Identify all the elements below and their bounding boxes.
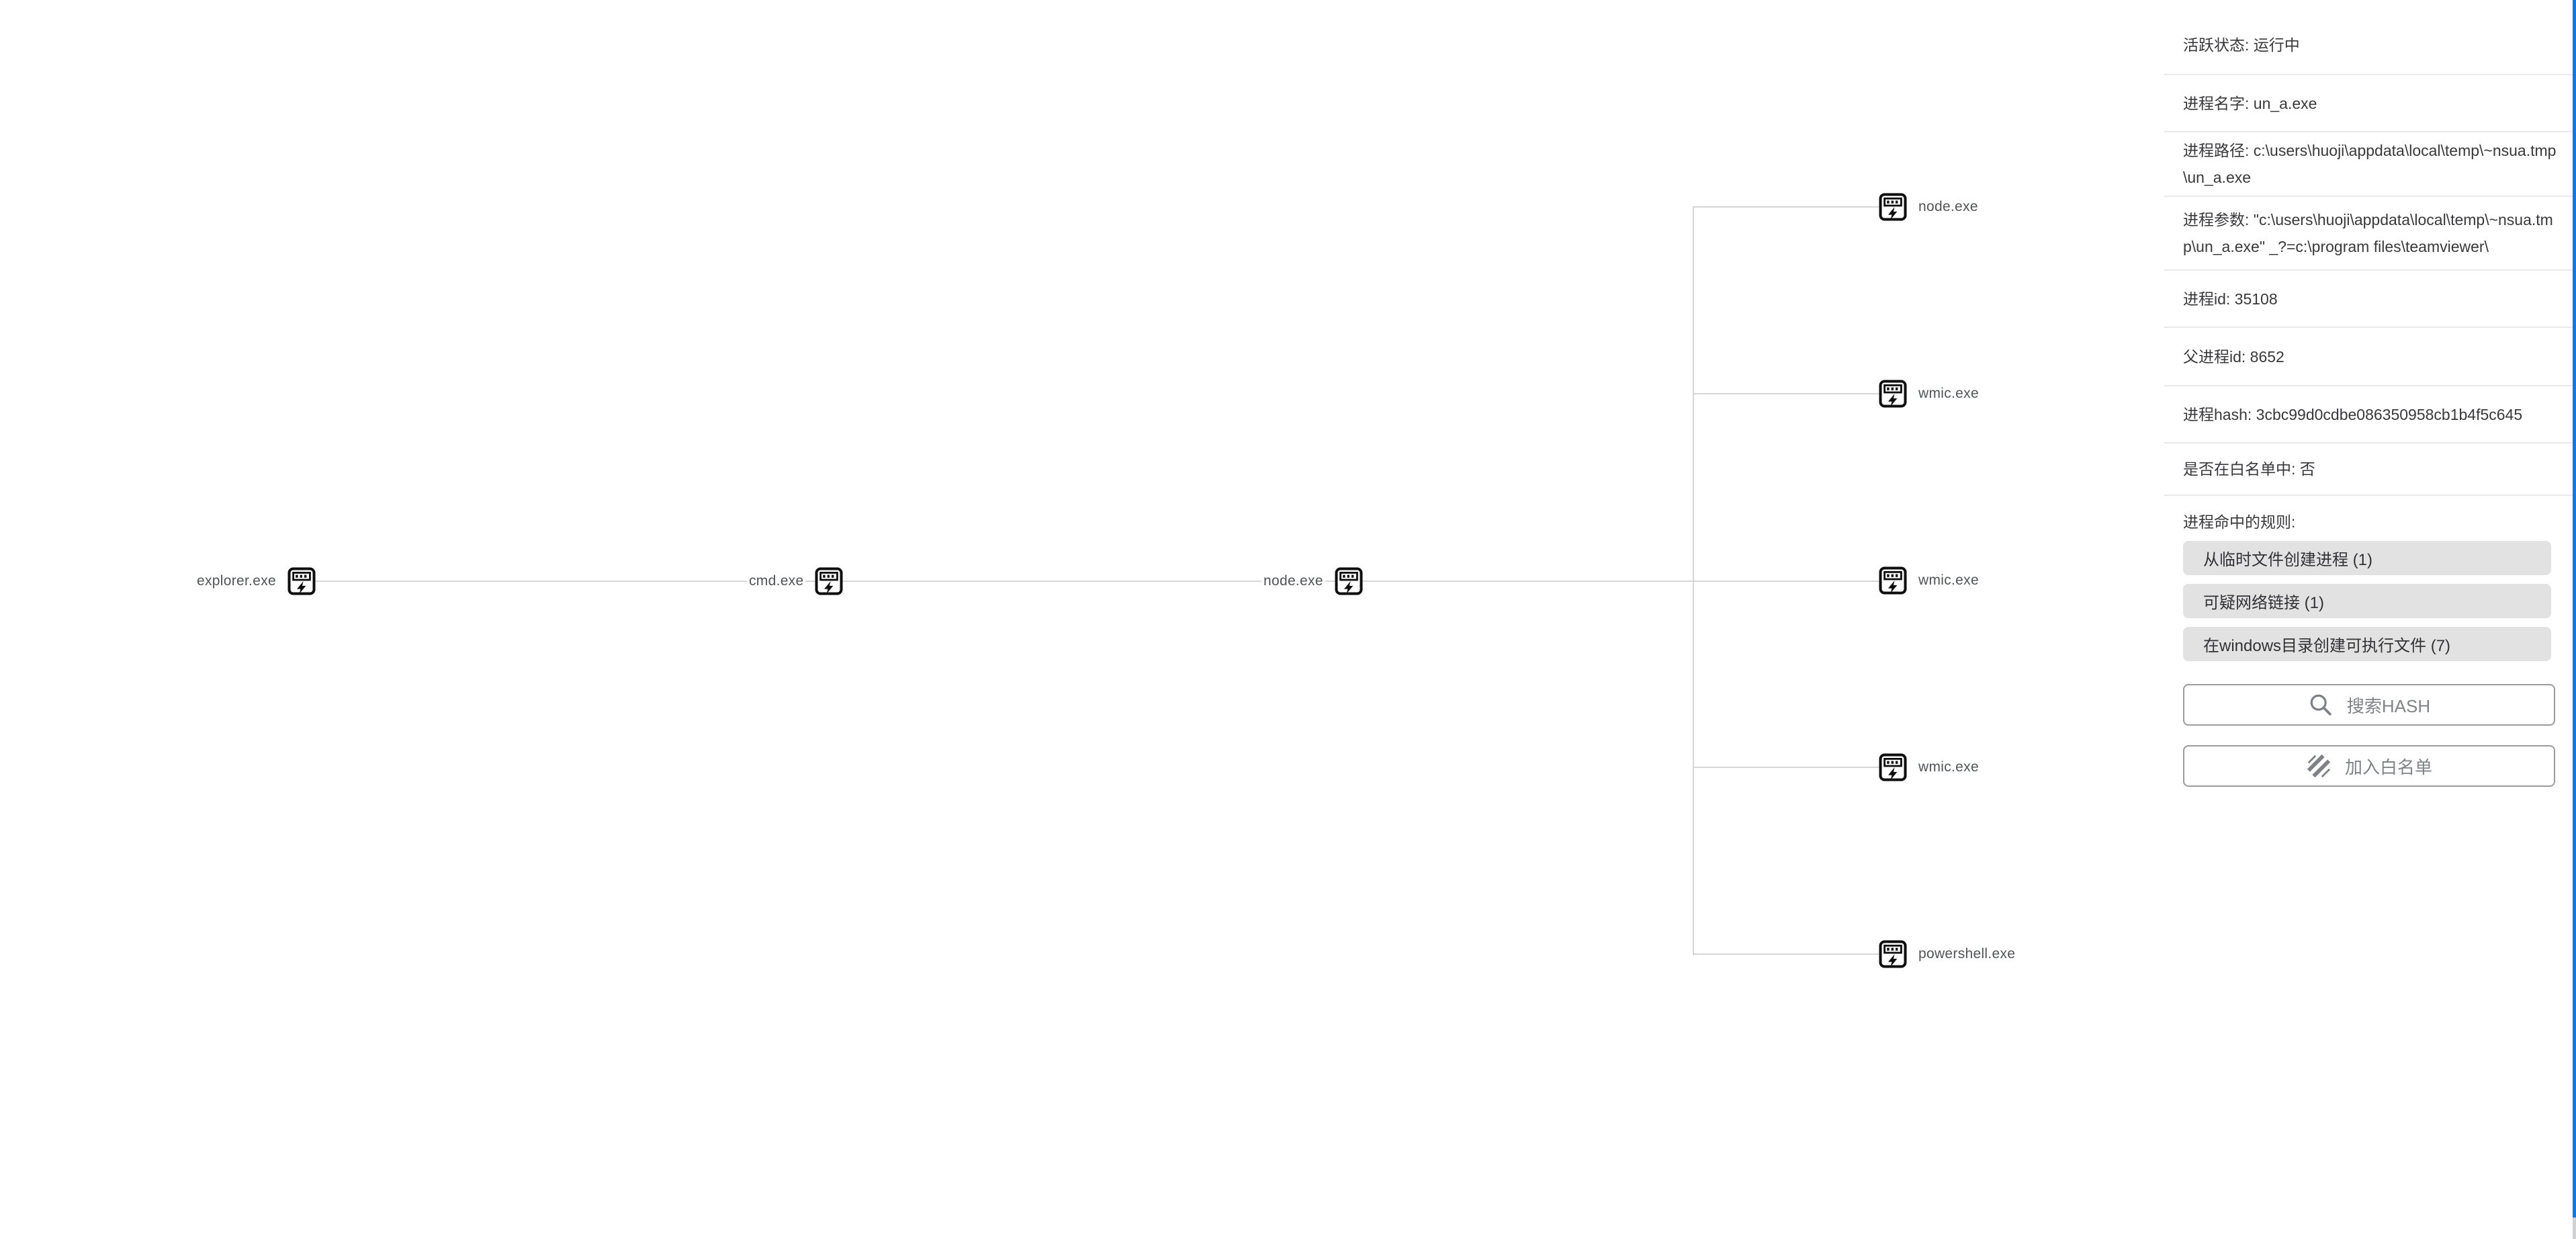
detail-row-process-name: 进程名字: un_a.exe <box>2164 75 2573 132</box>
detail-text: 活跃状态: 运行中 <box>2183 36 2300 54</box>
tree-connector-branch-1 <box>1693 206 1879 208</box>
process-node-wmic-3[interactable]: wmic.exe <box>1878 752 1981 783</box>
rules-section: 进程命中的规则: 从临时文件创建进程 (1) 可疑网络链接 (1) 在windo… <box>2164 496 2573 661</box>
process-icon <box>287 567 316 595</box>
add-to-whitelist-button[interactable]: 加入白名单 <box>2183 745 2555 787</box>
search-hash-label: 搜索HASH <box>2346 695 2431 716</box>
process-icon <box>1879 753 1907 781</box>
process-icon <box>1335 567 1363 595</box>
process-node-wmic-1[interactable]: wmic.exe <box>1878 378 1981 409</box>
process-node-wmic-2[interactable]: wmic.exe <box>1878 565 1981 596</box>
process-label: node.exe <box>1916 198 1980 216</box>
rules-section-label: 进程命中的规则: <box>2183 513 2296 531</box>
rule-chip-temp-file-process[interactable]: 从临时文件创建进程 (1) <box>2183 541 2551 575</box>
process-icon <box>815 567 843 595</box>
process-label: powershell.exe <box>1916 945 2018 963</box>
process-icon <box>1879 566 1907 595</box>
rule-chip-windows-dir-executable[interactable]: 在windows目录创建可执行文件 (7) <box>2183 627 2551 661</box>
detail-row-whitelisted: 是否在白名单中: 否 <box>2164 443 2573 496</box>
detail-row-process-args: 进程参数: "c:\users\huoji\appdata\local\temp… <box>2164 197 2573 271</box>
process-node-node-child[interactable]: node.exe <box>1878 191 1980 222</box>
detail-text: 进程hash: 3cbc99d0cdbe086350958cb1b4f5c645 <box>2183 405 2523 423</box>
process-icon <box>1879 940 1907 968</box>
tree-connector-main <box>302 581 1879 582</box>
process-label: wmic.exe <box>1916 572 1981 589</box>
process-label: explorer.exe <box>195 572 279 590</box>
rule-chip-suspicious-network[interactable]: 可疑网络链接 (1) <box>2183 584 2551 618</box>
process-tree-canvas[interactable]: explorer.exe cmd.exe node.exe node.exe w… <box>0 0 2164 1239</box>
process-node-node-parent[interactable]: node.exe <box>1261 566 1364 597</box>
process-node-cmd[interactable]: cmd.exe <box>747 566 844 597</box>
detail-row-process-path: 进程路径: c:\users\huoji\appdata\local\temp\… <box>2164 132 2573 197</box>
detail-text: 进程id: 35108 <box>2183 290 2278 308</box>
process-label: node.exe <box>1261 572 1325 590</box>
diagonal-stripes-icon <box>2307 754 2331 778</box>
scrollbar-thumb[interactable] <box>2573 0 2576 1217</box>
detail-text: 是否在白名单中: 否 <box>2183 460 2315 478</box>
detail-text: 父进程id: 8652 <box>2183 347 2284 366</box>
process-node-explorer[interactable]: explorer.exe <box>195 566 316 597</box>
process-label: wmic.exe <box>1916 759 1981 776</box>
process-node-powershell[interactable]: powershell.exe <box>1878 939 2018 970</box>
detail-row-process-id: 进程id: 35108 <box>2164 271 2573 328</box>
detail-row-active-state: 活跃状态: 运行中 <box>2164 16 2573 75</box>
process-label: wmic.exe <box>1916 385 1981 402</box>
tree-connector-bus <box>1693 206 1694 955</box>
search-hash-button[interactable]: 搜索HASH <box>2183 684 2555 726</box>
add-to-whitelist-label: 加入白名单 <box>2344 757 2432 777</box>
scrollbar-track[interactable] <box>2573 1217 2576 1239</box>
detail-row-process-hash: 进程hash: 3cbc99d0cdbe086350958cb1b4f5c645 <box>2164 386 2573 443</box>
process-icon <box>1879 193 1907 221</box>
detail-text: 进程名字: un_a.exe <box>2183 94 2317 112</box>
process-details-panel: 活跃状态: 运行中 进程名字: un_a.exe 进程路径: c:\users\… <box>2164 0 2573 1239</box>
process-label: cmd.exe <box>747 572 806 590</box>
detail-text: 进程参数: "c:\users\huoji\appdata\local\temp… <box>2183 211 2553 255</box>
detail-row-parent-id: 父进程id: 8652 <box>2164 328 2573 386</box>
tree-connector-branch-2 <box>1693 393 1879 394</box>
tree-connector-branch-4 <box>1693 767 1879 768</box>
detail-text: 进程路径: c:\users\huoji\appdata\local\temp\… <box>2183 142 2557 186</box>
tree-connector-branch-5 <box>1693 953 1879 955</box>
process-icon <box>1879 380 1907 408</box>
search-icon <box>2310 694 2331 716</box>
